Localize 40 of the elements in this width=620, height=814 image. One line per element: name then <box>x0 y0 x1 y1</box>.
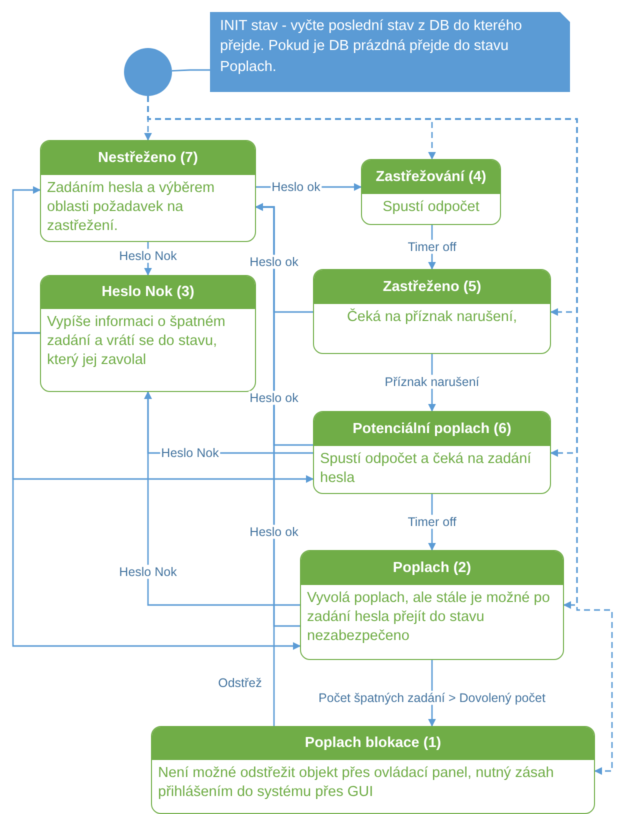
state-title: Nestřeženo (7) <box>41 141 255 175</box>
state-title: Poplach blokace (1) <box>152 727 594 760</box>
state-box <box>313 269 551 354</box>
arrow <box>12 332 301 650</box>
state-description: Spustí odpočet <box>382 198 480 217</box>
state-box <box>313 411 551 494</box>
state-title: Potenciální poplach (6) <box>314 412 550 446</box>
edge-label: Heslo Nok <box>160 446 220 460</box>
arrow <box>255 203 275 726</box>
note-box: INIT stav - vyčte poslední stav z DB do kterého přejde. Pokud je DB prázdná přejde do stavu Poplach. <box>210 12 570 92</box>
state-box <box>40 140 256 242</box>
state-title: Zastřežování (4) <box>362 160 500 194</box>
edge-label: Heslo ok <box>248 390 300 406</box>
state-box <box>151 726 595 814</box>
state-box <box>300 550 564 660</box>
edge-label: Heslo ok <box>270 180 322 194</box>
edge-label: Příznak narušení <box>384 374 480 390</box>
state-description: Zadáním hesla a výběrem oblasti požadavek na zastřežení. <box>46 179 216 236</box>
edge-label: Heslo Nok <box>118 564 178 580</box>
edge-label: Heslo ok <box>248 524 300 540</box>
state-description: Vypíše informaci o špatném zadání a vrátí se do stavu, který jej zavolal <box>46 313 226 370</box>
edge-label: Heslo ok <box>248 254 300 270</box>
arrow <box>144 391 300 606</box>
edge-label: Timer off <box>406 240 458 254</box>
state-description: Čeká na příznak narušení, <box>346 307 518 327</box>
state-description: Není možné odstřežit objekt přes ovládací panel, nutný zásah přihlášením do systému přes GUI <box>157 764 555 802</box>
state-title: Zastřeženo (5) <box>314 270 550 304</box>
edge-label: Timer off <box>406 514 458 530</box>
state-box <box>361 159 501 225</box>
connector-line <box>172 69 210 72</box>
edge-label: Heslo Nok <box>118 248 178 264</box>
state-description: Vyvolá poplach, ale stále je možné po zadání hesla přejít do stavu nezabezpečeno <box>306 589 551 646</box>
state-title: Heslo Nok (3) <box>41 276 255 309</box>
state-box <box>40 275 256 392</box>
edge-label: Odstřež <box>217 676 263 690</box>
state-title: Poplach (2) <box>301 551 563 585</box>
edge-label: Počet špatných zadání > Dovolený počet <box>318 690 546 706</box>
start-circle <box>124 48 172 96</box>
state-description: Spustí odpočet a čeká na zadání hesla <box>319 450 532 488</box>
arrow <box>12 186 41 334</box>
